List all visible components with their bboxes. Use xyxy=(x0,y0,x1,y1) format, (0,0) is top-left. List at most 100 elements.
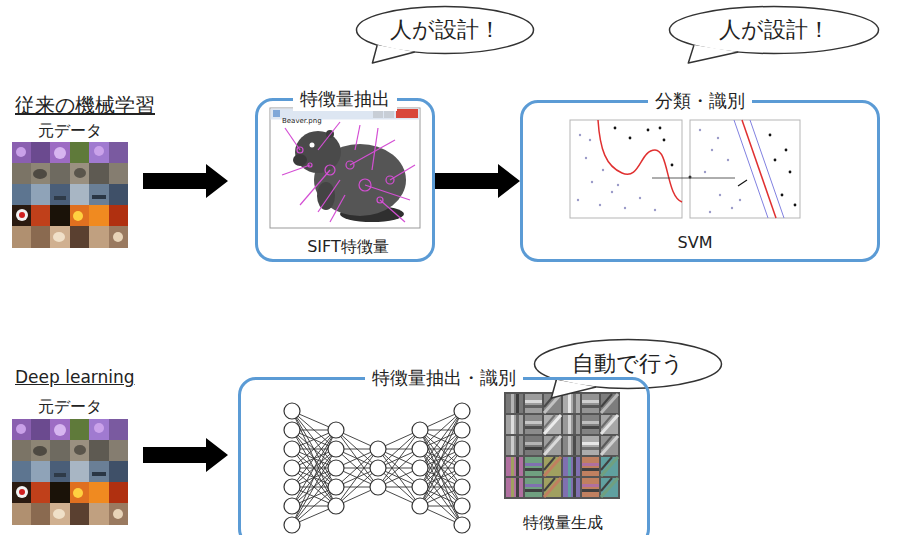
svm-plots xyxy=(711,149,713,151)
network-unit xyxy=(454,403,470,419)
svm-plots xyxy=(652,178,735,179)
filter-stripe xyxy=(568,394,571,413)
speech-bubble: 人が設計！ xyxy=(668,5,880,55)
filter-cell xyxy=(582,457,599,476)
filter-stripe xyxy=(601,436,612,449)
filter-stripe xyxy=(573,478,576,497)
beaver-window xyxy=(285,128,300,150)
network-link xyxy=(336,449,378,506)
filter-stripe xyxy=(544,415,555,428)
svm-plots xyxy=(738,180,747,186)
filter-grid xyxy=(504,392,620,499)
filter-cell xyxy=(582,394,599,413)
network-unit xyxy=(284,403,300,419)
filter-cell xyxy=(525,415,542,434)
beaver-window xyxy=(297,147,303,153)
svm-plots xyxy=(629,137,632,140)
box-heading: 特徴量抽出・識別 xyxy=(365,366,523,390)
filter-stripe xyxy=(511,394,514,413)
source-images xyxy=(12,142,128,248)
filter-stripe xyxy=(573,394,576,413)
filter-stripe xyxy=(568,457,571,476)
filter-stripe xyxy=(573,415,576,434)
svm-plots xyxy=(704,171,706,173)
beaver-window xyxy=(372,128,378,170)
box-heading-holder: 特徴量抽出 xyxy=(258,87,432,111)
filter-stripe xyxy=(516,478,519,497)
filter-stripe xyxy=(544,478,561,497)
svm-plots xyxy=(602,169,604,171)
network-unit xyxy=(370,460,386,476)
svm-plots xyxy=(598,120,682,202)
input-arrow xyxy=(143,438,228,472)
box-caption: 特徴量生成 xyxy=(520,513,606,533)
svm-plots xyxy=(794,204,797,207)
svm-plots xyxy=(742,120,776,218)
beaver-window xyxy=(359,179,371,191)
label-holder: 元データ xyxy=(38,396,102,417)
network-link xyxy=(378,430,420,487)
filter-cell xyxy=(506,436,523,455)
svm-plots xyxy=(585,157,587,159)
neural-network xyxy=(284,403,470,533)
svm-plots xyxy=(614,127,617,130)
beaver-window xyxy=(282,165,310,175)
beaver-window xyxy=(300,170,330,205)
filter-cell xyxy=(601,394,618,413)
speech-bubble-tail xyxy=(372,45,414,63)
source-images xyxy=(12,419,128,525)
svm-plots xyxy=(654,209,656,211)
network-unit xyxy=(370,479,386,495)
filter-stripe xyxy=(601,415,612,428)
svm-plots xyxy=(717,137,719,139)
network-unit xyxy=(370,441,386,457)
filter-stripe xyxy=(568,436,571,455)
filter-stripe xyxy=(511,436,514,455)
svm-plots xyxy=(589,139,591,141)
svm-plots xyxy=(639,197,641,199)
beaver-window xyxy=(318,122,340,150)
svm-plots xyxy=(624,207,626,209)
network-unit xyxy=(454,460,470,476)
svm-plots xyxy=(689,176,692,179)
filter-cell xyxy=(601,415,618,434)
filter-stripe xyxy=(601,394,618,413)
filter-stripe xyxy=(511,457,514,476)
filter-stripe xyxy=(525,421,542,424)
svm-plots xyxy=(690,120,800,218)
filter-cell xyxy=(563,436,580,455)
filter-stripe xyxy=(511,478,514,497)
speech-bubble: 自動で行う xyxy=(533,338,723,390)
box-caption: SVM xyxy=(675,233,716,253)
svm-plots xyxy=(731,207,733,209)
network-unit xyxy=(454,422,470,438)
network-unit xyxy=(412,422,428,438)
filter-stripe xyxy=(516,415,519,434)
filter-stripe xyxy=(601,394,612,407)
filter-stripe xyxy=(582,447,599,450)
filter-stripe xyxy=(582,489,599,492)
beaver-window xyxy=(282,122,415,222)
filter-stripe xyxy=(525,489,542,492)
speech-bubble-tail xyxy=(372,45,414,63)
network-unit xyxy=(328,422,344,438)
filter-frame xyxy=(504,392,620,499)
svm-plots xyxy=(671,164,674,167)
speech-bubble-tail xyxy=(688,45,738,63)
filter-stripe xyxy=(582,463,599,466)
filter-stripe xyxy=(525,442,542,445)
network-unit xyxy=(284,479,300,495)
network-unit xyxy=(284,517,300,533)
filter-stripe xyxy=(544,436,555,449)
label-holder: Deep learning xyxy=(15,366,135,388)
filter-stripe xyxy=(601,457,612,470)
box-caption: SIFT特徴量 xyxy=(304,237,392,257)
process-box: 分類・識別SVM xyxy=(520,100,880,262)
network-unit xyxy=(284,498,300,514)
filter-stripe xyxy=(544,478,555,491)
filter-cell xyxy=(582,415,599,434)
beaver-window xyxy=(317,182,335,210)
beaver-window xyxy=(318,180,340,212)
process-box: 特徴量抽出・識別特徴量生成 xyxy=(238,377,650,535)
network-unit xyxy=(328,460,344,476)
